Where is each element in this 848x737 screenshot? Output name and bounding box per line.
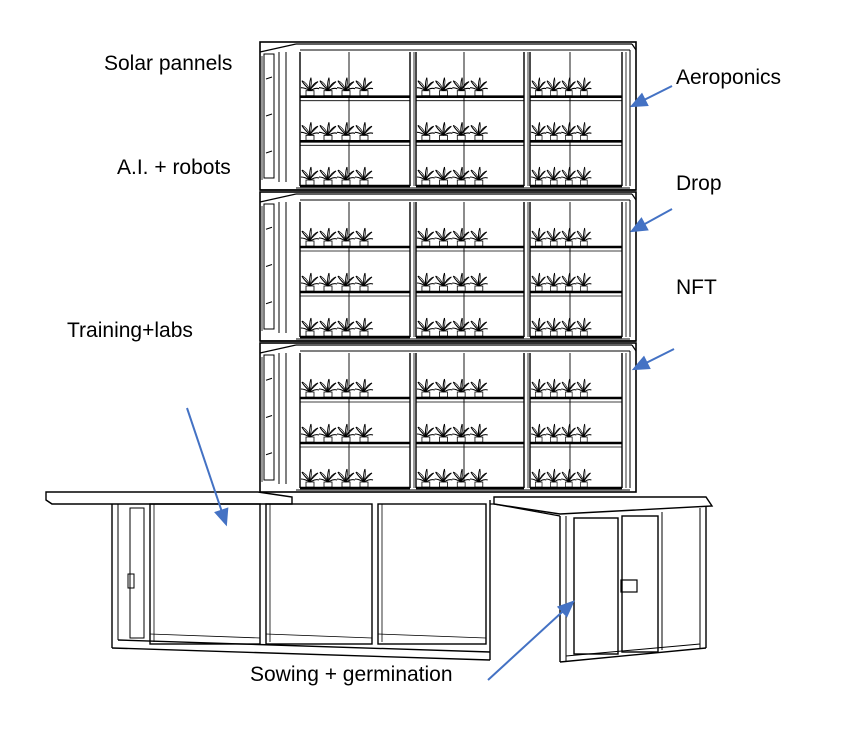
side-door xyxy=(264,54,274,178)
glass-panel xyxy=(266,504,372,644)
farm-structure xyxy=(46,42,712,662)
label-sowing-germination: Sowing + germination xyxy=(250,664,453,685)
training-labs-room xyxy=(46,492,490,660)
hinge xyxy=(266,302,272,304)
plant-row xyxy=(531,273,591,291)
door-handle xyxy=(128,574,134,588)
plant-row xyxy=(531,469,591,487)
plant-row xyxy=(531,228,591,246)
plant-row xyxy=(531,167,591,185)
hinge xyxy=(266,151,272,153)
plant-row xyxy=(531,379,591,397)
plant-row xyxy=(531,78,591,96)
door-handle xyxy=(621,580,637,592)
label-aeroponics: Aeroponics xyxy=(676,67,781,88)
door xyxy=(130,508,144,638)
plant-row xyxy=(301,469,373,487)
arrow-training-head xyxy=(216,509,227,524)
side-door xyxy=(264,355,274,480)
plant-row xyxy=(417,424,488,442)
plant-row xyxy=(531,122,591,140)
tower-level xyxy=(260,343,636,492)
side-door xyxy=(264,204,274,329)
arrow-training xyxy=(187,408,226,524)
hinge xyxy=(266,77,272,79)
hinge xyxy=(266,114,272,116)
plant-row xyxy=(531,318,591,336)
plant-row xyxy=(301,318,373,336)
sowing-room xyxy=(490,497,712,662)
arrow-drop-head xyxy=(632,219,647,231)
arrow-aeroponics-head xyxy=(632,94,647,106)
glass-panel xyxy=(378,504,486,644)
plant-row xyxy=(301,228,373,246)
plant-row xyxy=(301,122,373,140)
label-nft: NFT xyxy=(676,277,717,298)
door xyxy=(574,518,618,654)
roof-slab xyxy=(46,492,292,504)
glass-panel xyxy=(150,504,260,644)
tower-level xyxy=(260,42,636,190)
plant-row xyxy=(301,273,373,291)
plant-row xyxy=(417,122,488,140)
door xyxy=(622,516,658,652)
level-edge xyxy=(260,345,296,353)
hinge xyxy=(266,453,272,455)
hinge xyxy=(266,378,272,380)
level-frame xyxy=(260,343,636,492)
level-edge xyxy=(260,194,296,202)
plant-row xyxy=(417,379,488,397)
plant-row xyxy=(301,424,373,442)
hinge xyxy=(266,265,272,267)
plant-row xyxy=(417,167,488,185)
plant-row xyxy=(301,379,373,397)
plant-row xyxy=(531,424,591,442)
label-training-labs: Training+labs xyxy=(67,320,193,341)
plant-row xyxy=(417,228,488,246)
label-ai-robots: A.I. + robots xyxy=(117,157,231,178)
plant-row xyxy=(417,273,488,291)
plant-row xyxy=(301,78,373,96)
tower-level xyxy=(260,192,636,341)
level-frame xyxy=(260,42,636,190)
label-drop: Drop xyxy=(676,173,722,194)
level-edge xyxy=(260,44,296,52)
hinge xyxy=(266,416,272,418)
plant-row xyxy=(417,318,488,336)
hinge xyxy=(266,227,272,229)
roof-slab xyxy=(494,497,712,514)
plant-row xyxy=(417,469,488,487)
plant-row xyxy=(417,78,488,96)
level-frame xyxy=(260,192,636,341)
label-solar-panels: Solar pannels xyxy=(104,53,232,74)
plant-row xyxy=(301,167,373,185)
